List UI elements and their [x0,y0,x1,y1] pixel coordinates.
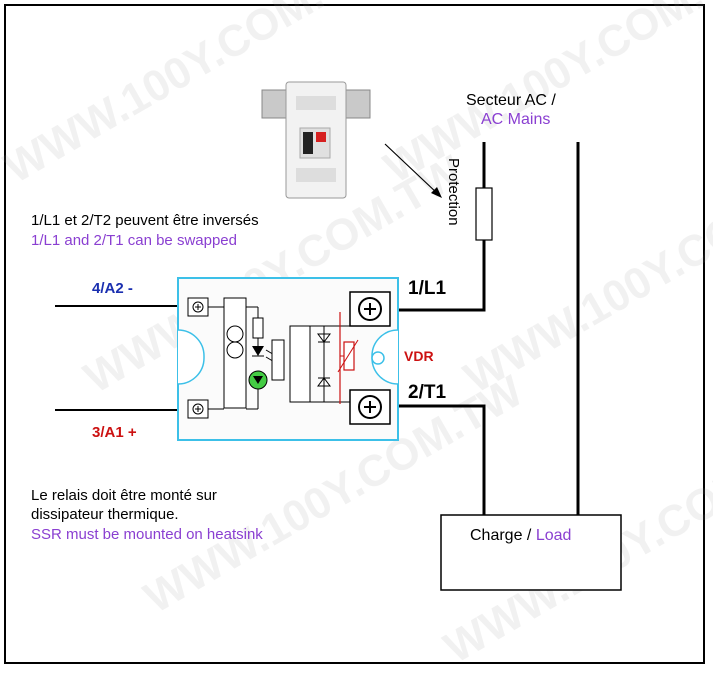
solid-state-relay [177,277,399,441]
heatsink-note-en: SSR must be mounted on heatsink [31,526,263,543]
load-box [440,514,622,591]
terminal-l1-label: 1/L1 [408,278,447,299]
heatsink-note-line1: Le relais doit être monté sur [31,487,217,504]
load-label-en: Load [535,527,572,544]
protection-label: Protection [445,158,462,226]
terminal-t1-label: 2/T1 [408,382,447,403]
terminal-a1-label: 3/A1 + [92,424,137,441]
mains-label-fr: Secteur AC / [466,92,556,109]
swap-note-en: 1/L1 and 2/T1 can be swapped [31,232,237,249]
t1-wire [390,404,486,515]
load-label-fr: Charge / [470,527,532,544]
heatsink-note-line2: dissipateur thermique. [31,506,179,523]
l1-wire [390,240,486,312]
load-label: Charge / Load [470,527,571,545]
circuit-breaker-image [261,81,371,199]
swap-note-fr: 1/L1 et 2/T2 peuvent être inversés [31,212,259,229]
mains-label-en: AC Mains [481,111,551,128]
terminal-a2-label: 4/A2 - [92,280,133,297]
fuse [475,187,493,241]
pointer-arrow [384,143,442,198]
vdr-label: VDR [404,348,434,364]
